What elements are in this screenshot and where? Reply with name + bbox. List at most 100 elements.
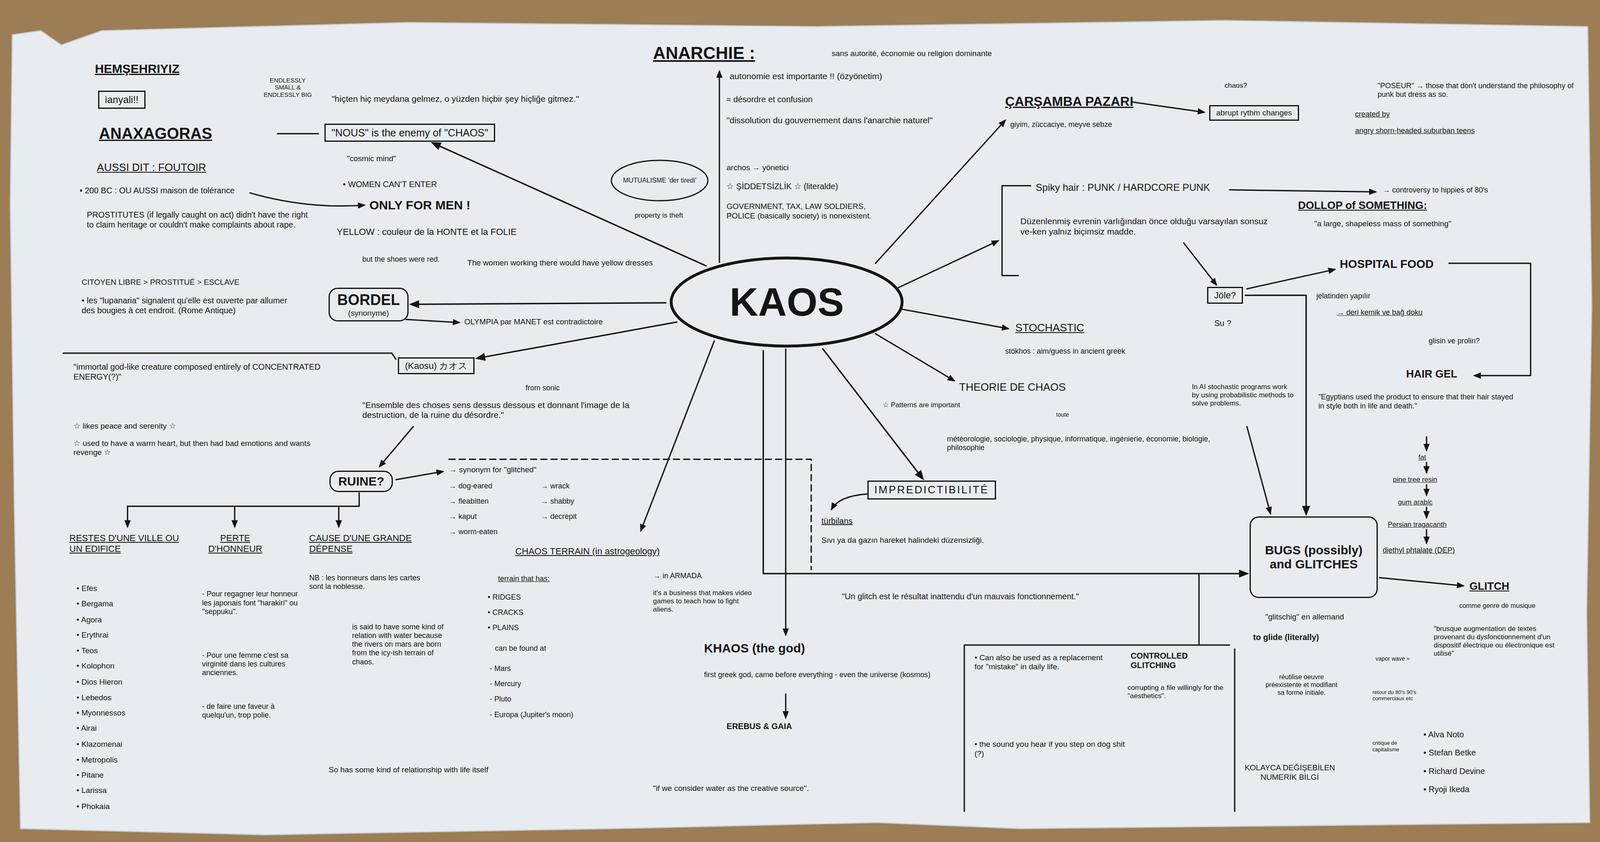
note-text: STOCHASTIC [1015,321,1085,334]
chain-arrow [1426,462,1428,473]
note-text: → wrack [540,481,570,491]
note-block: • Stefan Betke [1423,748,1476,759]
note-block: HOSPITAL FOOD [1339,257,1434,271]
ellipse-node: MUTUALISME 'der tiredi' [610,159,710,203]
note-block: critique de capitalisme [1372,740,1419,753]
note-text: • the sound you hear if you step on dog … [974,740,1126,758]
note-block: ☆ ŞİDDETSİZLİK ☆ (literalde) [726,181,839,192]
box-text: (synonyme) [347,308,389,318]
note-block: from sonic [525,383,560,393]
note-text: GOVERNMENT, TAX, LAW SOLDIERS, POLICE (b… [726,202,872,220]
note-text: can be found at [494,644,546,653]
note-text: "Ensemble des choses sens dessus dessous… [362,400,630,421]
note-text: • PLAINS [487,623,519,633]
leader-arrow [249,192,365,207]
note-text: → dog-eared [448,481,493,491]
note-text: jelatinden yapılır [1316,291,1371,301]
note-block: → deri kemik ve bağ doku [1336,308,1423,318]
box-text: BORDEL [337,291,400,309]
chain-arrow [1426,437,1428,451]
note-text: archos → yönetici [726,163,789,172]
leader-arrow [1247,426,1271,514]
note-block: PERTE D'HONNEUR [202,533,269,555]
leader-arrow [1379,577,1464,587]
text-box: ianyali!! [98,90,146,109]
branch-line [784,349,787,635]
note-text: • Larissa [76,786,107,795]
note-text: RESTES D'UNE VILLE OU UN EDIFICE [69,533,179,555]
note-block: jelatinden yapılır [1316,291,1371,301]
note-block: The women working there would have yello… [467,258,657,268]
note-block: • PLAINS [487,623,519,633]
note-text: → deri kemik ve bağ doku [1336,308,1423,317]
note-block: • Ryoji Ikeda [1423,784,1470,795]
note-text: property is theft [634,211,684,220]
note-block: • Pitane [76,770,104,781]
note-block: • CRACKS [487,608,524,618]
note-text: So has some kind of relationship with li… [328,765,489,775]
note-text: → controversy to hippies of 80's [1382,185,1489,195]
note-block: • Myonnessos [76,708,126,718]
split-arrow [338,506,340,527]
split-arrow [234,506,236,527]
note-text: ☆ likes peace and serenity ☆ [73,421,176,431]
dashed-line [448,459,812,570]
note-text: - Pour regagner leur honneur les japonai… [202,589,298,616]
note-block: ONLY FOR MEN ! [369,197,471,213]
note-text: météorologie, sociologie, physique, info… [946,434,1210,452]
leader-arrow [395,471,443,480]
note-text: "dissolution du gouvernement dans l'anar… [726,115,933,125]
note-block: - Pour une femme c'est sa virginité dans… [202,651,305,678]
paper-sheet [10,20,1592,836]
chain-arrow [784,694,787,718]
note-text: stókhos : aim/guess in ancient greek [1005,347,1126,356]
note-block: created by [1355,110,1390,119]
split-arrow [126,506,129,527]
note-block: • Erythrai [76,630,109,640]
note-text: ANAXAGORAS [98,124,212,143]
note-block: KOLAYCA DEĞİŞEBİLEN NUMERİK BİLGİ [1242,763,1337,783]
note-block: • the sound you hear if you step on dog … [974,740,1128,759]
note-text: • Alva Noto [1423,730,1464,740]
note-text: sans autorité, économie ou religion domi… [831,49,992,58]
note-text: "glitschig" en allemand [1265,612,1344,622]
note-block: • Teos [76,646,99,656]
note-block: chaos? [1224,81,1248,90]
note-text: - Pour une femme c'est sa virginité dans… [202,651,289,677]
note-block: → kaput [448,512,477,522]
note-text: terrain that has: [498,574,550,583]
note-block: ENDLESSLY SMALL & ENDLESSLY BIG [263,76,313,99]
note-text: réutilise oeuvre préexistente et modifia… [1265,673,1338,697]
note-text: ANARCHIE : [653,43,755,63]
note-text: → worm-eaten [448,527,498,536]
note-block: météorologie, sociologie, physique, info… [946,434,1218,453]
text-box: RUINE? [329,470,393,493]
note-block: "Egyptians used the product to ensure th… [1318,392,1518,411]
note-block: terrain that has: [498,574,550,584]
note-text: PROSTITUTES (if legally caught on act) d… [86,210,308,230]
note-block: • les "lupanaria" signalent qu'elle est … [81,296,301,316]
note-block: GLITCH [1469,580,1510,593]
leader-arrow [1183,242,1217,285]
note-text: • RIDGES [487,593,521,602]
branch-line [897,240,999,288]
connector [1245,295,1307,515]
note-block: giyim, züccaciye, meyve sebze [1010,120,1112,130]
note-text: glisin ve prolin? [1428,336,1480,346]
note-text: - Mercury [489,679,522,689]
leader-arrow [379,426,414,467]
box-text: Jöle? [1214,290,1236,301]
note-block: - Mars [489,664,511,674]
leader-line [63,353,396,360]
note-text: EREBUS & GAIA [726,721,792,731]
box-text: (Kaosu) カオス [404,360,468,372]
note-block: ANAXAGORAS [98,124,212,144]
note-block: • Kolophon [76,661,115,671]
note-block: - Pluto [489,695,512,704]
note-block: "POSEUR" → those that don't understand t… [1377,81,1587,99]
note-text: autonomie est importante !! (özyönetim) [729,71,883,81]
note-text: created by [1355,110,1390,119]
text-box: BORDEL(synonyme) [328,287,409,322]
text-box: "NOUS" is the enemy of "CHAOS" [324,123,496,143]
note-block: • Airai [76,723,97,734]
